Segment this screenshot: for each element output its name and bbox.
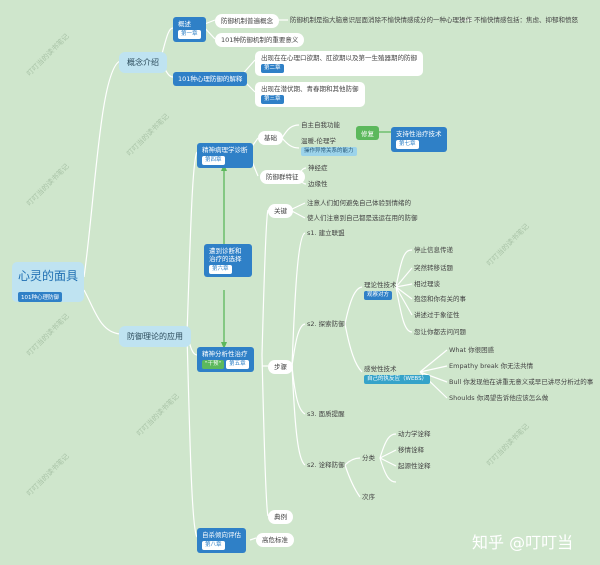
latency-text: 出现在潜伏期、青春期和其他防御: [261, 85, 359, 93]
wit-item: 停止信息传递: [414, 246, 453, 254]
childhood-text: 出现在在心理口欲期、肛欲期以及第一生殖器期的防御: [261, 54, 417, 62]
case-node[interactable]: 典例: [268, 510, 293, 525]
chapter-tag: 第四章: [202, 156, 225, 165]
mechanism-node[interactable]: 防御机制普遍概念: [215, 14, 279, 29]
definition-text: 防御机制是指大脑意识层面消除不愉快情感成分的一种心理操作: [290, 16, 472, 24]
diagnosis-node[interactable]: 精神病理学诊断 第四章: [197, 143, 253, 168]
step4-text: s2. 诠释防御: [307, 461, 345, 469]
chapter-tag: 第二章: [261, 64, 284, 73]
key-node[interactable]: 关键: [268, 204, 293, 219]
intervene-tag: "干预": [202, 360, 225, 369]
psycho-label: 精神分析性治疗: [202, 350, 248, 358]
wit-item: 讲述过于象征性: [414, 311, 460, 319]
key1-text: 注意人们如何避免自己体验到情绪的: [307, 199, 411, 207]
interpretation-node[interactable]: 101种心理防御的解释: [173, 72, 248, 87]
psycho-node[interactable]: 精神分析性治疗 "干预" 第五章: [197, 347, 254, 372]
emp-node: 感觉性技术 自己的执反应（WEBS）: [364, 365, 431, 384]
childhood-node[interactable]: 出现在在心理口欲期、肛欲期以及第一生殖器期的防御 第二章: [255, 51, 423, 76]
chapter-tag: 第六章: [209, 265, 232, 275]
wit-item: 抱怨和你有关的事: [414, 295, 466, 303]
features-node[interactable]: 防御群特征: [260, 170, 305, 185]
basis-node[interactable]: 基础: [258, 131, 283, 146]
temperament-text: 温暖-伦理学: [301, 137, 336, 145]
chapter-tag: 第七章: [396, 140, 419, 149]
step1-text: s1. 建立联盟: [307, 229, 345, 237]
root-title: 心灵的面具: [18, 269, 79, 283]
wit-item: 忽让你都去问问题: [414, 328, 466, 336]
category-text: 分类: [362, 454, 375, 462]
emp-item: Empathy break 你无法共情: [449, 362, 534, 370]
importance-node[interactable]: 101种防御机制的重要意义: [215, 33, 305, 48]
chapter-tag: 第八章: [202, 541, 225, 550]
key2-text: 使人们注意到自己都是选运在用的防御: [307, 214, 418, 222]
category-item: 移情诠释: [398, 446, 424, 454]
support-label: 支持性治疗技术: [396, 130, 442, 138]
neurosis-text: 神经症: [308, 164, 328, 172]
high-risk-node[interactable]: 高危标准: [256, 533, 294, 548]
diagnosis-label: 精神病理学诊断: [202, 146, 248, 154]
overview-node[interactable]: 概述 第一章: [173, 17, 206, 42]
self-node[interactable]: 自杀倾向评估 第八章: [197, 528, 246, 553]
emp-item: What 你很困惑: [449, 346, 495, 354]
root-subtitle: 101种心理防御: [18, 292, 62, 302]
chapter-tag: 第五章: [226, 360, 249, 369]
steps-node[interactable]: 步骤: [268, 360, 293, 375]
wit-item: 突然转移话题: [414, 264, 453, 272]
choice-label: 遭到诊断和治疗的选择: [209, 247, 242, 264]
wit-node: 理论性技术 观察对方: [364, 281, 397, 300]
repair-label: 修复: [356, 126, 379, 140]
order-text: 次序: [362, 493, 375, 501]
feelings-text: 不愉快情感包括：焦虑、抑郁和愤怒: [474, 16, 578, 24]
overview-label: 概述: [178, 20, 191, 28]
emp-tag: 自己的执反应（WEBS）: [364, 375, 431, 384]
wit-tag: 观察对方: [364, 291, 393, 300]
temperament-node: 温暖-伦理学 操作异常关系的能力: [301, 137, 357, 156]
ego-tag: 操作异常关系的能力: [301, 147, 357, 156]
brand-watermark: 知乎 @叮叮当: [472, 533, 574, 552]
ego-text: 自主自我功能: [301, 121, 340, 129]
concept-node[interactable]: 概念介绍: [119, 52, 167, 73]
wit-item: 相过理谈: [414, 280, 440, 288]
application-node[interactable]: 防御理论的应用: [119, 326, 191, 347]
choice-node[interactable]: 遭到诊断和治疗的选择 第六章: [204, 244, 252, 278]
chapter-tag: 第三章: [261, 95, 284, 104]
step2-text: s2. 探索防御: [307, 320, 345, 328]
self-label: 自杀倾向评估: [202, 531, 241, 539]
chapter-tag: 第一章: [178, 30, 201, 39]
emp-item: Bull 你发现他在讲重无意义或早已讲尽分析过的事: [449, 378, 594, 386]
category-item: 动力学诠释: [398, 430, 431, 438]
step3-text: s3. 面质提醒: [307, 410, 345, 418]
latency-node[interactable]: 出现在潜伏期、青春期和其他防御 第三章: [255, 82, 365, 107]
borderline-text: 边缘性: [308, 180, 328, 188]
support-node[interactable]: 支持性治疗技术 第七章: [391, 127, 447, 152]
emp-label: 感觉性技术: [364, 365, 397, 373]
wit-label: 理论性技术: [364, 281, 397, 289]
emp-item: Shoulds 你渴望告诉他应该怎么做: [449, 394, 549, 402]
category-item: 起源性诠释: [398, 462, 431, 470]
root-node[interactable]: 心灵的面具 101种心理防御: [12, 262, 84, 302]
